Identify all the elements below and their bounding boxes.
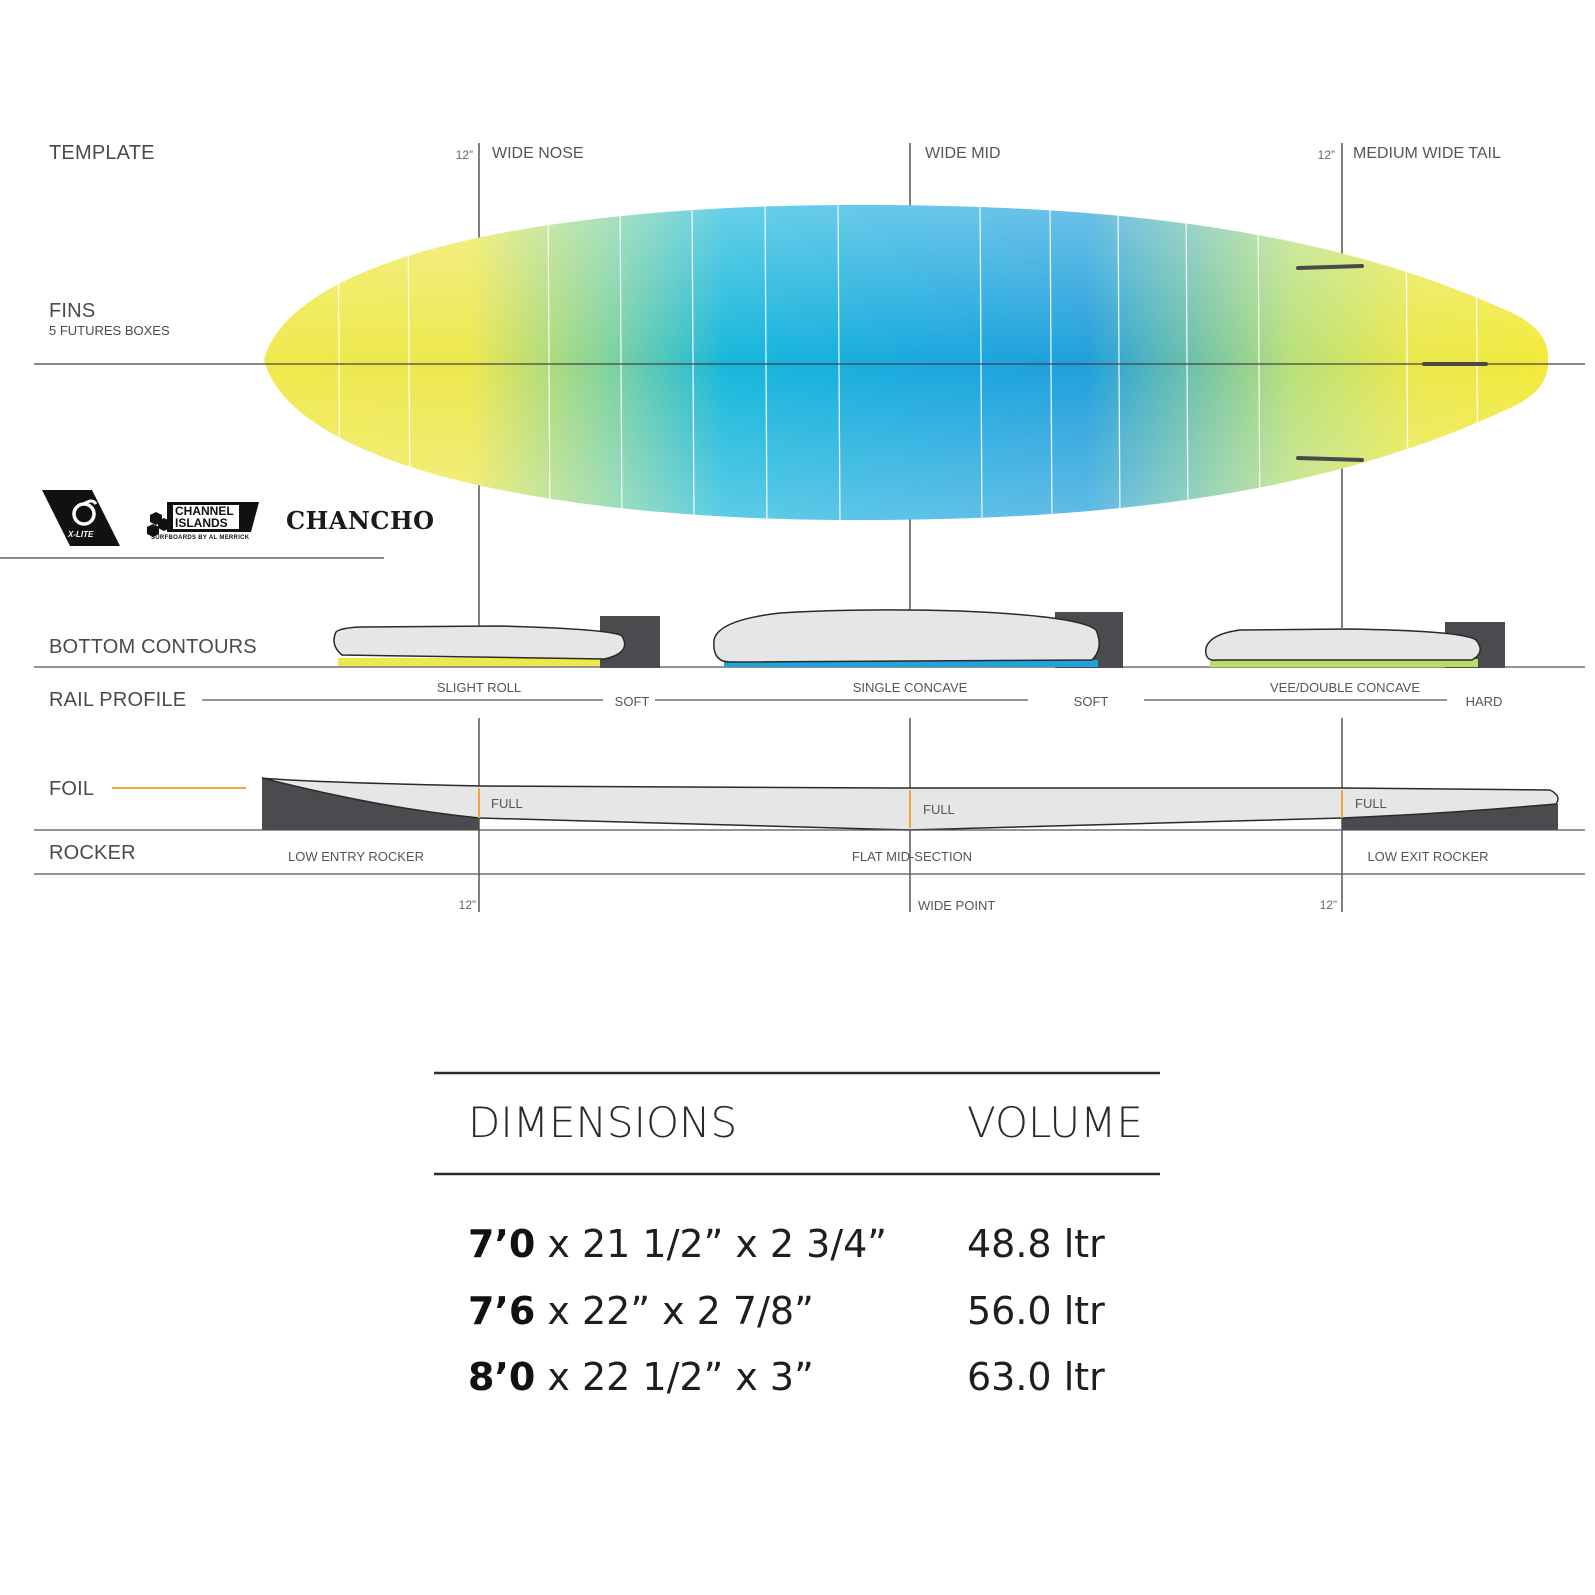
wide-nose-label: WIDE NOSE bbox=[492, 145, 584, 162]
channel-islands-line2: ISLANDS bbox=[175, 516, 228, 530]
wide-point-label: WIDE POINT bbox=[918, 898, 996, 913]
dimensions-header: DIMENSIONS bbox=[468, 1098, 738, 1147]
foil-tail-label: FULL bbox=[1355, 796, 1387, 811]
board-template bbox=[264, 205, 1549, 520]
exit-rocker-block bbox=[1342, 804, 1558, 830]
contour-shape-mid bbox=[713, 609, 1100, 663]
contour-nose-label: SLIGHT ROLL bbox=[436, 680, 522, 695]
rail-tail-label: HARD bbox=[1465, 694, 1503, 709]
foil-nose-label: FULL bbox=[491, 796, 523, 811]
channel-islands-logo: CHANNEL ISLANDS SURFBOARDS BY AL MERRICK bbox=[147, 502, 261, 542]
tail-distance-label: 12” bbox=[1317, 148, 1335, 162]
rocker-mid-label: FLAT MID-SECTION bbox=[851, 849, 973, 864]
chancho-model-logo: CHANCHO bbox=[286, 506, 435, 535]
foil-mid-label: FULL bbox=[923, 802, 955, 817]
spec-row-dimensions: 8’0 x 22 1/2” x 3” bbox=[468, 1355, 814, 1399]
spec-width-thickness: x 21 1/2” x 2 3/4” bbox=[535, 1222, 887, 1266]
contour-tail-label: VEE/DOUBLE CONCAVE bbox=[1269, 680, 1421, 695]
spec-row-volume: 63.0 ltr bbox=[967, 1355, 1105, 1399]
spec-length: 7’6 bbox=[468, 1289, 536, 1333]
contour-shape-tail bbox=[1205, 628, 1481, 661]
bottom-contours bbox=[34, 609, 1585, 668]
foil-label: FOIL bbox=[49, 778, 95, 800]
rail-nose-label: SOFT bbox=[614, 694, 650, 709]
channel-islands-tagline: SURFBOARDS BY AL MERRICK bbox=[151, 535, 250, 541]
contour-mid-label: SINGLE CONCAVE bbox=[852, 680, 968, 695]
bottom-nose-distance-label: 12” bbox=[458, 898, 476, 912]
xlite-logo-text: X-LITE bbox=[68, 530, 94, 539]
spec-row-volume: 48.8 ltr bbox=[967, 1222, 1105, 1266]
spec-row-dimensions: 7’6 x 22” x 2 7/8” bbox=[468, 1289, 814, 1333]
spec-width-thickness: x 22 1/2” x 3” bbox=[535, 1355, 814, 1399]
bottom-contours-label: BOTTOM CONTOURS bbox=[49, 636, 257, 658]
rail-profile-label: RAIL PROFILE bbox=[49, 689, 187, 711]
bottom-tail-distance-label: 12” bbox=[1319, 898, 1337, 912]
medium-wide-tail-label: MEDIUM WIDE TAIL bbox=[1353, 145, 1501, 162]
channel-islands-logo-text: CHANNEL ISLANDS bbox=[175, 505, 234, 529]
contour-shape-nose bbox=[333, 625, 626, 660]
spec-row-dimensions: 7’0 x 21 1/2” x 2 3/4” bbox=[468, 1222, 887, 1266]
rail-mid-label: SOFT bbox=[1073, 694, 1109, 709]
rocker-label: ROCKER bbox=[49, 842, 136, 864]
template-label: TEMPLATE bbox=[49, 142, 155, 164]
channel-islands-line1: CHANNEL bbox=[175, 504, 234, 518]
fin-box-bottom bbox=[1296, 456, 1364, 462]
nose-distance-label: 12” bbox=[455, 148, 473, 162]
rocker-exit-label: LOW EXIT ROCKER bbox=[1367, 849, 1489, 864]
wide-mid-label: WIDE MID bbox=[925, 145, 1001, 162]
rocker-entry-label: LOW ENTRY ROCKER bbox=[287, 849, 425, 864]
spec-length: 7’0 bbox=[468, 1222, 536, 1266]
volume-header: VOLUME bbox=[967, 1098, 1143, 1147]
foil-rocker-profile bbox=[261, 777, 1559, 831]
xlite-logo: X-LITE bbox=[40, 490, 120, 546]
spec-width-thickness: x 22” x 2 7/8” bbox=[535, 1289, 814, 1333]
fin-boxes bbox=[1296, 264, 1488, 462]
spec-length: 8’0 bbox=[468, 1355, 536, 1399]
fin-box-top bbox=[1296, 264, 1364, 270]
spec-row-volume: 56.0 ltr bbox=[967, 1289, 1105, 1333]
fins-label: FINS bbox=[49, 300, 96, 322]
fins-sub-label: 5 FUTURES BOXES bbox=[49, 323, 170, 338]
